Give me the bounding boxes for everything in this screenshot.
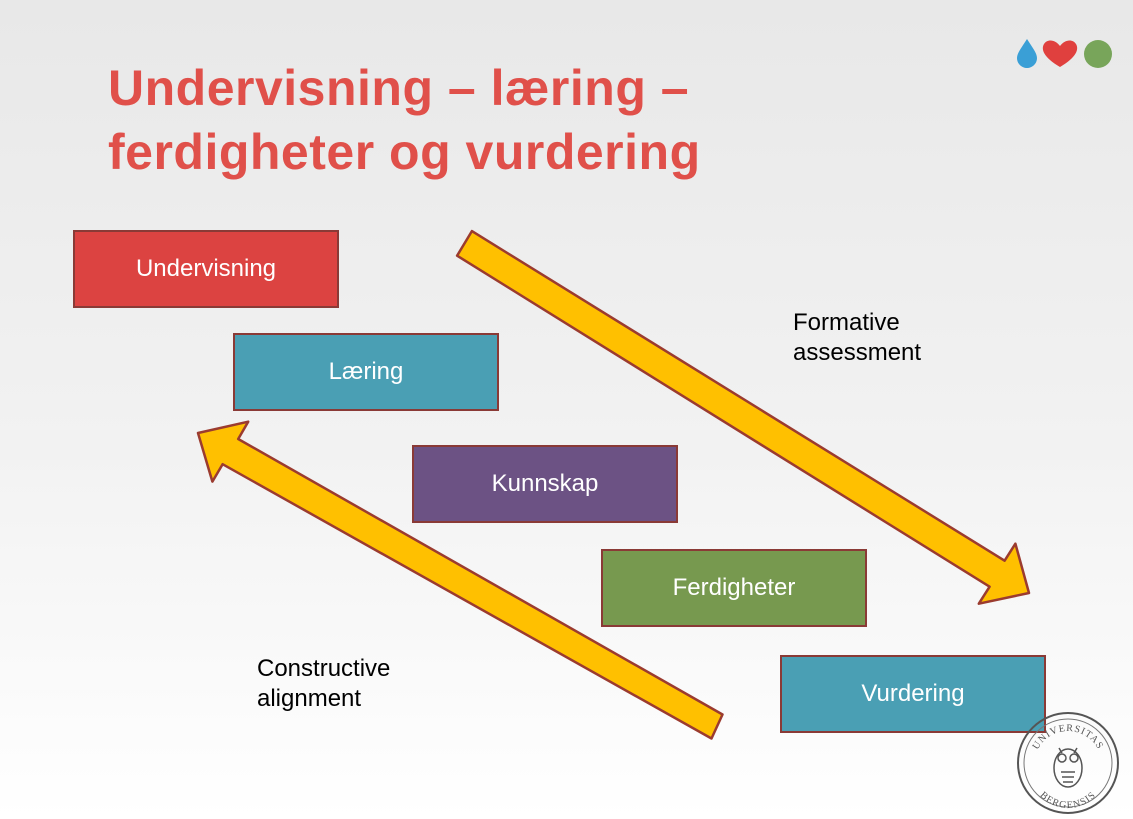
heart-icon (1042, 40, 1078, 67)
box-ferdigheter-label: Ferdigheter (672, 574, 796, 601)
box-laering: Læring (233, 333, 499, 411)
formative-assessment-label: Formative assessment (793, 308, 921, 368)
constructive-alignment-line-2: alignment (257, 685, 362, 712)
constructive-alignment-label: Constructive alignment (257, 654, 390, 714)
formative-assessment-line-2: assessment (793, 339, 922, 366)
formative-assessment-arrow (455, 229, 1031, 605)
box-vurdering-label: Vurdering (861, 680, 965, 707)
box-vurdering: Vurdering (780, 655, 1046, 733)
box-laering-label: Læring (328, 358, 404, 385)
formative-assessment-line-1: Formative (793, 309, 900, 336)
slide-title-line-1: Undervisning – læring – (108, 60, 690, 116)
water-drop-icon (1017, 39, 1037, 68)
slide-title: Undervisning – læring – ferdigheter og v… (108, 56, 928, 184)
green-circle-icon (1084, 40, 1112, 68)
constructive-alignment-line-1: Constructive (257, 655, 391, 682)
box-undervisning: Undervisning (73, 230, 339, 308)
university-seal-logo: UNIVERSITAS BERGENSIS (1017, 712, 1119, 814)
box-kunnskap-label: Kunnskap (491, 470, 599, 497)
slide-title-line-2: ferdigheter og vurdering (108, 124, 701, 180)
brand-logo (1017, 39, 1112, 68)
owl-emblem-icon (1053, 747, 1083, 788)
box-undervisning-label: Undervisning (135, 255, 277, 282)
box-ferdigheter: Ferdigheter (601, 549, 867, 627)
constructive-alignment-arrow (196, 420, 724, 740)
box-kunnskap: Kunnskap (412, 445, 678, 523)
